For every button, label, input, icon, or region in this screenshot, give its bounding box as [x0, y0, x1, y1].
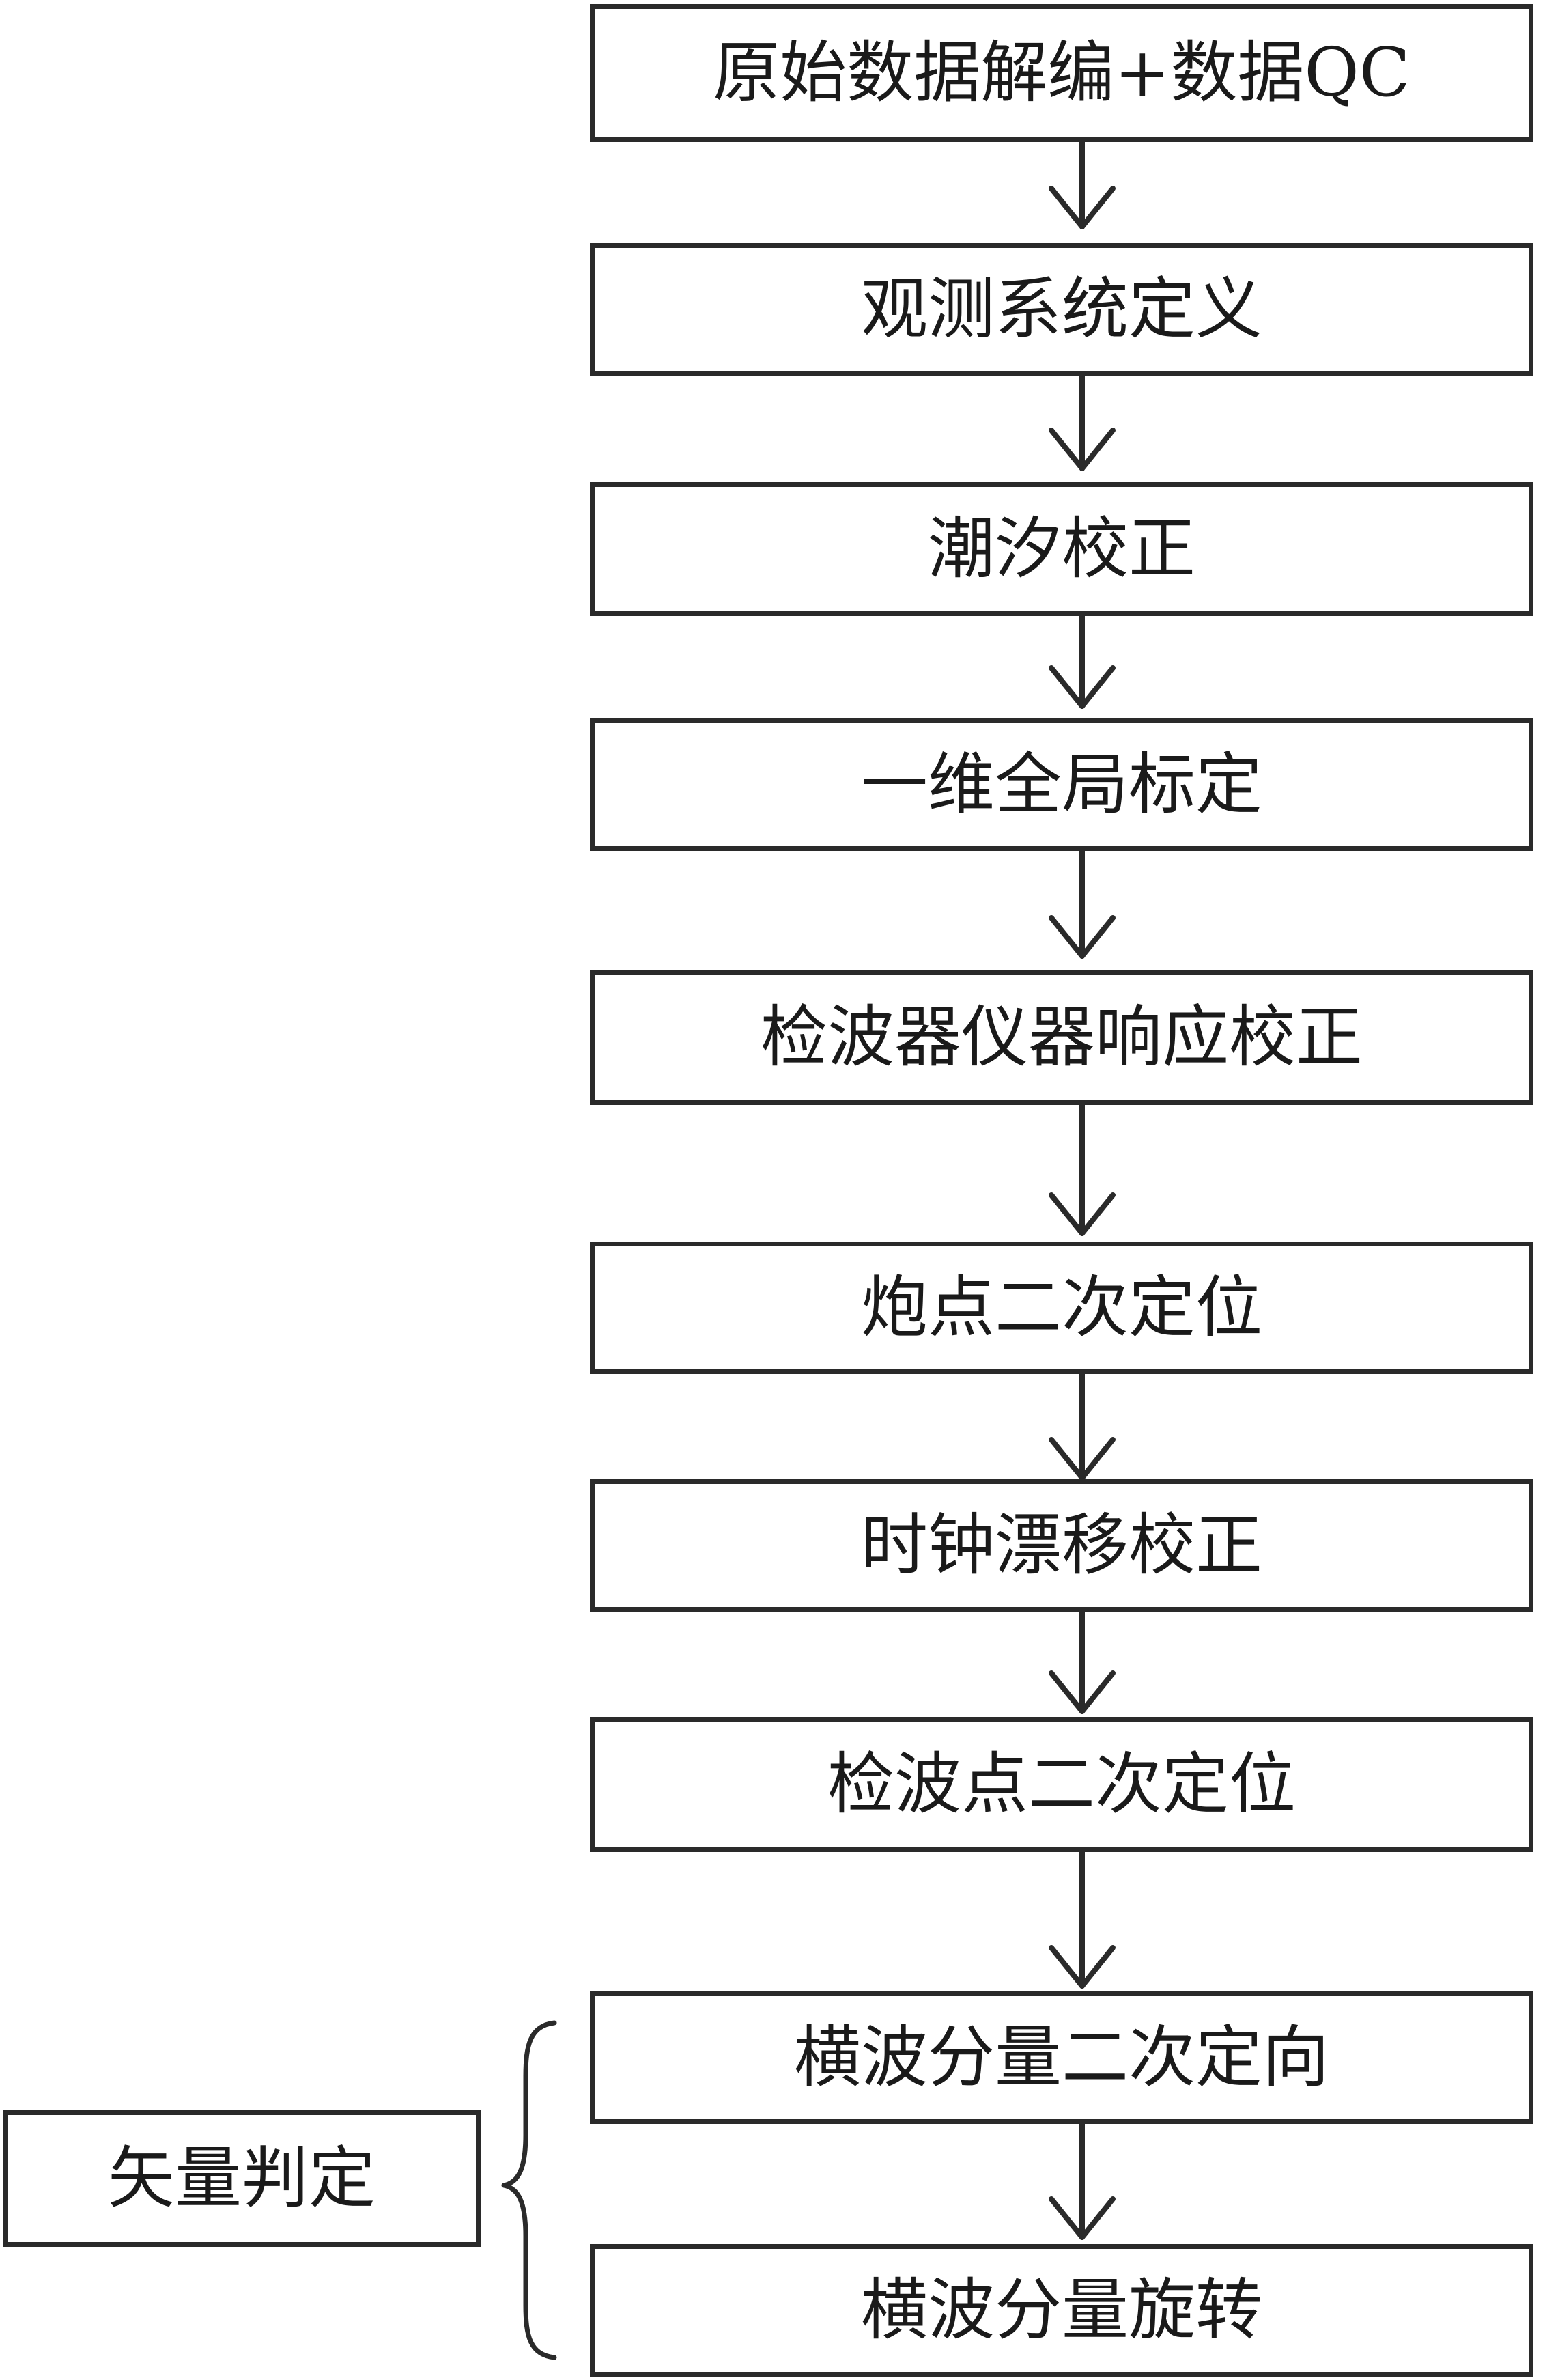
arrow-head [1049, 186, 1116, 229]
curly-brace [501, 2020, 557, 2360]
step-label: 一维全局标定 [860, 746, 1262, 824]
step-label: 检波器仪器响应校正 [760, 998, 1363, 1076]
arrow-head [1049, 2196, 1116, 2240]
arrow-head [1049, 1945, 1116, 1989]
step-shot-relocation: 炮点二次定位 [590, 1242, 1533, 1374]
step-shear-component-rotation: 横波分量旋转 [590, 2244, 1533, 2377]
step-label: 时钟漂移校正 [860, 1507, 1262, 1584]
step-1d-global-calibration: 一维全局标定 [590, 718, 1533, 851]
arrow-head [1049, 915, 1116, 959]
step-geometry-definition: 观测系统定义 [590, 243, 1533, 376]
arrow-head [1049, 665, 1116, 709]
step-label: 炮点二次定位 [860, 1269, 1262, 1347]
step-tidal-correction: 潮汐校正 [590, 482, 1533, 616]
vector-determination-box: 矢量判定 [3, 2110, 481, 2247]
step-label: 原始数据解编+数据QC [713, 34, 1411, 112]
arrow-head [1049, 1192, 1116, 1236]
step-label: 检波点二次定位 [827, 1746, 1296, 1823]
arrow-head [1049, 1437, 1116, 1481]
step-raw-data-decode-qc: 原始数据解编+数据QC [590, 4, 1533, 142]
step-label: 观测系统定义 [860, 270, 1262, 348]
group-label: 矢量判定 [107, 2140, 375, 2217]
arrow-head [1049, 1670, 1116, 1714]
step-receiver-relocation: 检波点二次定位 [590, 1717, 1533, 1852]
step-shear-component-reorientation: 横波分量二次定向 [590, 1991, 1533, 2124]
arrow-head [1049, 428, 1116, 471]
step-clock-drift-correction: 时钟漂移校正 [590, 1479, 1533, 1612]
step-geophone-response-correction: 检波器仪器响应校正 [590, 970, 1533, 1105]
step-label: 横波分量二次定向 [793, 2019, 1329, 2097]
step-label: 潮汐校正 [927, 510, 1195, 588]
step-label: 横波分量旋转 [860, 2271, 1262, 2349]
